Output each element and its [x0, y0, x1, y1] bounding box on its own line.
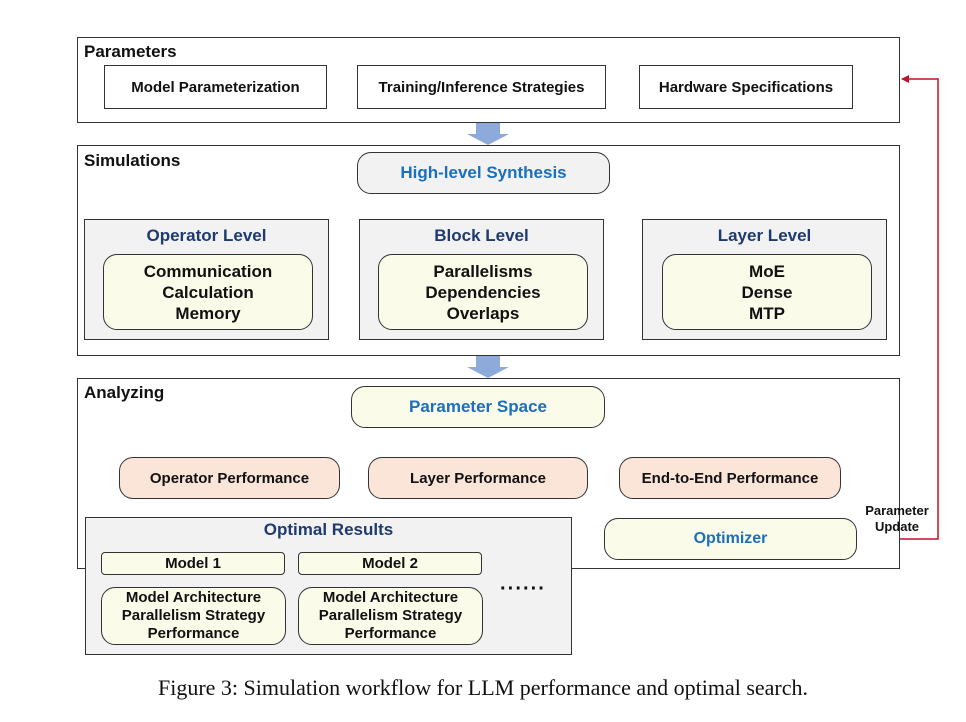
operator-level-title: Operator Level [146, 226, 267, 245]
model-1-performance: Performance [147, 625, 240, 642]
parameters-title: Parameters [84, 42, 177, 61]
model-1-header: Model 1 [101, 552, 285, 575]
model-1-details: Model Architecture Parallelism Strategy … [101, 587, 286, 645]
param-model-parameterization: Model Parameterization [104, 65, 327, 109]
parameter-update-line-2: Update [874, 519, 920, 534]
block-level-title: Block Level [434, 226, 529, 245]
analyzing-title: Analyzing [84, 383, 165, 402]
figure-caption: Figure 3: Simulation workflow for LLM pe… [157, 675, 809, 700]
more-results-ellipsis: ······ [500, 578, 546, 600]
parameter-update-label: Parameter Update [854, 503, 940, 535]
flow-arrow-params-to-sim [467, 123, 509, 145]
model-1-parallelism: Parallelism Strategy [121, 607, 266, 624]
operator-item-calculation: Calculation [162, 282, 254, 302]
block-item-overlaps: Overlaps [446, 303, 520, 323]
layer-performance-box: Layer Performance [368, 457, 588, 499]
high-level-synthesis-box: High-level Synthesis [357, 152, 610, 194]
model-2-parallelism: Parallelism Strategy [318, 607, 463, 624]
simulations-title: Simulations [84, 151, 181, 170]
flow-arrow-sim-to-analyzing [467, 356, 509, 378]
optimal-results-title: Optimal Results [263, 520, 394, 539]
param-hardware-specifications: Hardware Specifications [639, 65, 853, 109]
operator-performance-box: Operator Performance [119, 457, 340, 499]
block-item-parallelisms: Parallelisms [433, 261, 533, 281]
block-level-contents: Parallelisms Dependencies Overlaps [378, 254, 588, 330]
block-item-dependencies: Dependencies [425, 282, 541, 302]
parameter-space-box: Parameter Space [351, 386, 605, 428]
model-2-performance: Performance [344, 625, 437, 642]
layer-item-mtp: MTP [749, 303, 785, 323]
model-2-details: Model Architecture Parallelism Strategy … [298, 587, 483, 645]
param-training-inference-strategies: Training/Inference Strategies [357, 65, 606, 109]
model-2-header: Model 2 [298, 552, 482, 575]
operator-level-contents: Communication Calculation Memory [103, 254, 313, 330]
model-1-architecture: Model Architecture [125, 589, 262, 606]
layer-level-contents: MoE Dense MTP [662, 254, 872, 330]
layer-item-dense: Dense [741, 282, 793, 302]
layer-level-title: Layer Level [717, 226, 812, 245]
end-to-end-performance-box: End-to-End Performance [619, 457, 841, 499]
optimizer-box: Optimizer [604, 518, 857, 560]
operator-item-communication: Communication [143, 261, 273, 281]
parameter-update-line-1: Parameter [865, 503, 929, 518]
model-2-architecture: Model Architecture [322, 589, 459, 606]
layer-item-moe: MoE [749, 261, 785, 281]
operator-item-memory: Memory [175, 303, 241, 323]
